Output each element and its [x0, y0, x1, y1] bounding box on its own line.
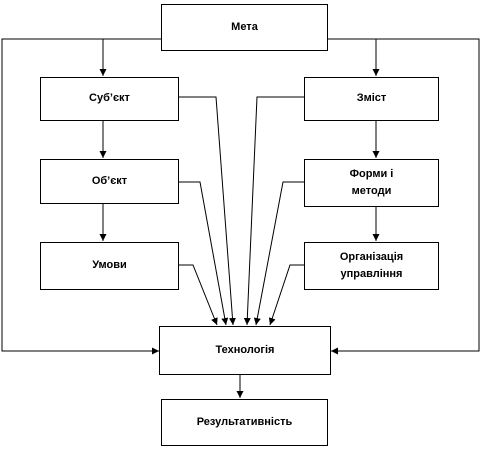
- node-technology: Технологія: [159, 326, 331, 375]
- edge-goal-technology-right: [328, 38, 480, 355]
- node-content-label: Зміст: [356, 92, 387, 105]
- node-forms-label: Форми і методи: [349, 167, 394, 197]
- node-conditions: Умови: [40, 242, 179, 290]
- edge-conditions-technology: [179, 264, 218, 326]
- node-content: Зміст: [304, 77, 439, 121]
- edge-subject-technology: [179, 96, 236, 326]
- node-effectiveness: Результативність: [161, 399, 328, 446]
- edge-object-technology: [179, 181, 229, 326]
- node-object-label: Об’єкт: [91, 174, 128, 187]
- node-technology-label: Технологія: [215, 343, 275, 356]
- node-management: Організація управління: [304, 242, 439, 290]
- node-management-label: Організація управління: [339, 250, 404, 280]
- edge-management-technology: [268, 264, 304, 326]
- node-goal-label: Мета: [231, 20, 258, 33]
- node-forms: Форми і методи: [304, 159, 439, 207]
- edge-goal-technology-left: [1, 38, 161, 355]
- edge-forms-technology: [253, 181, 304, 326]
- node-subject-label: Суб’єкт: [89, 92, 130, 105]
- edge-content-technology: [243, 96, 304, 326]
- node-conditions-label: Умови: [92, 259, 127, 272]
- node-effectiveness-label: Результативність: [196, 415, 293, 428]
- node-goal: Мета: [161, 4, 328, 51]
- node-object: Об’єкт: [40, 159, 179, 204]
- node-subject: Суб’єкт: [40, 77, 179, 121]
